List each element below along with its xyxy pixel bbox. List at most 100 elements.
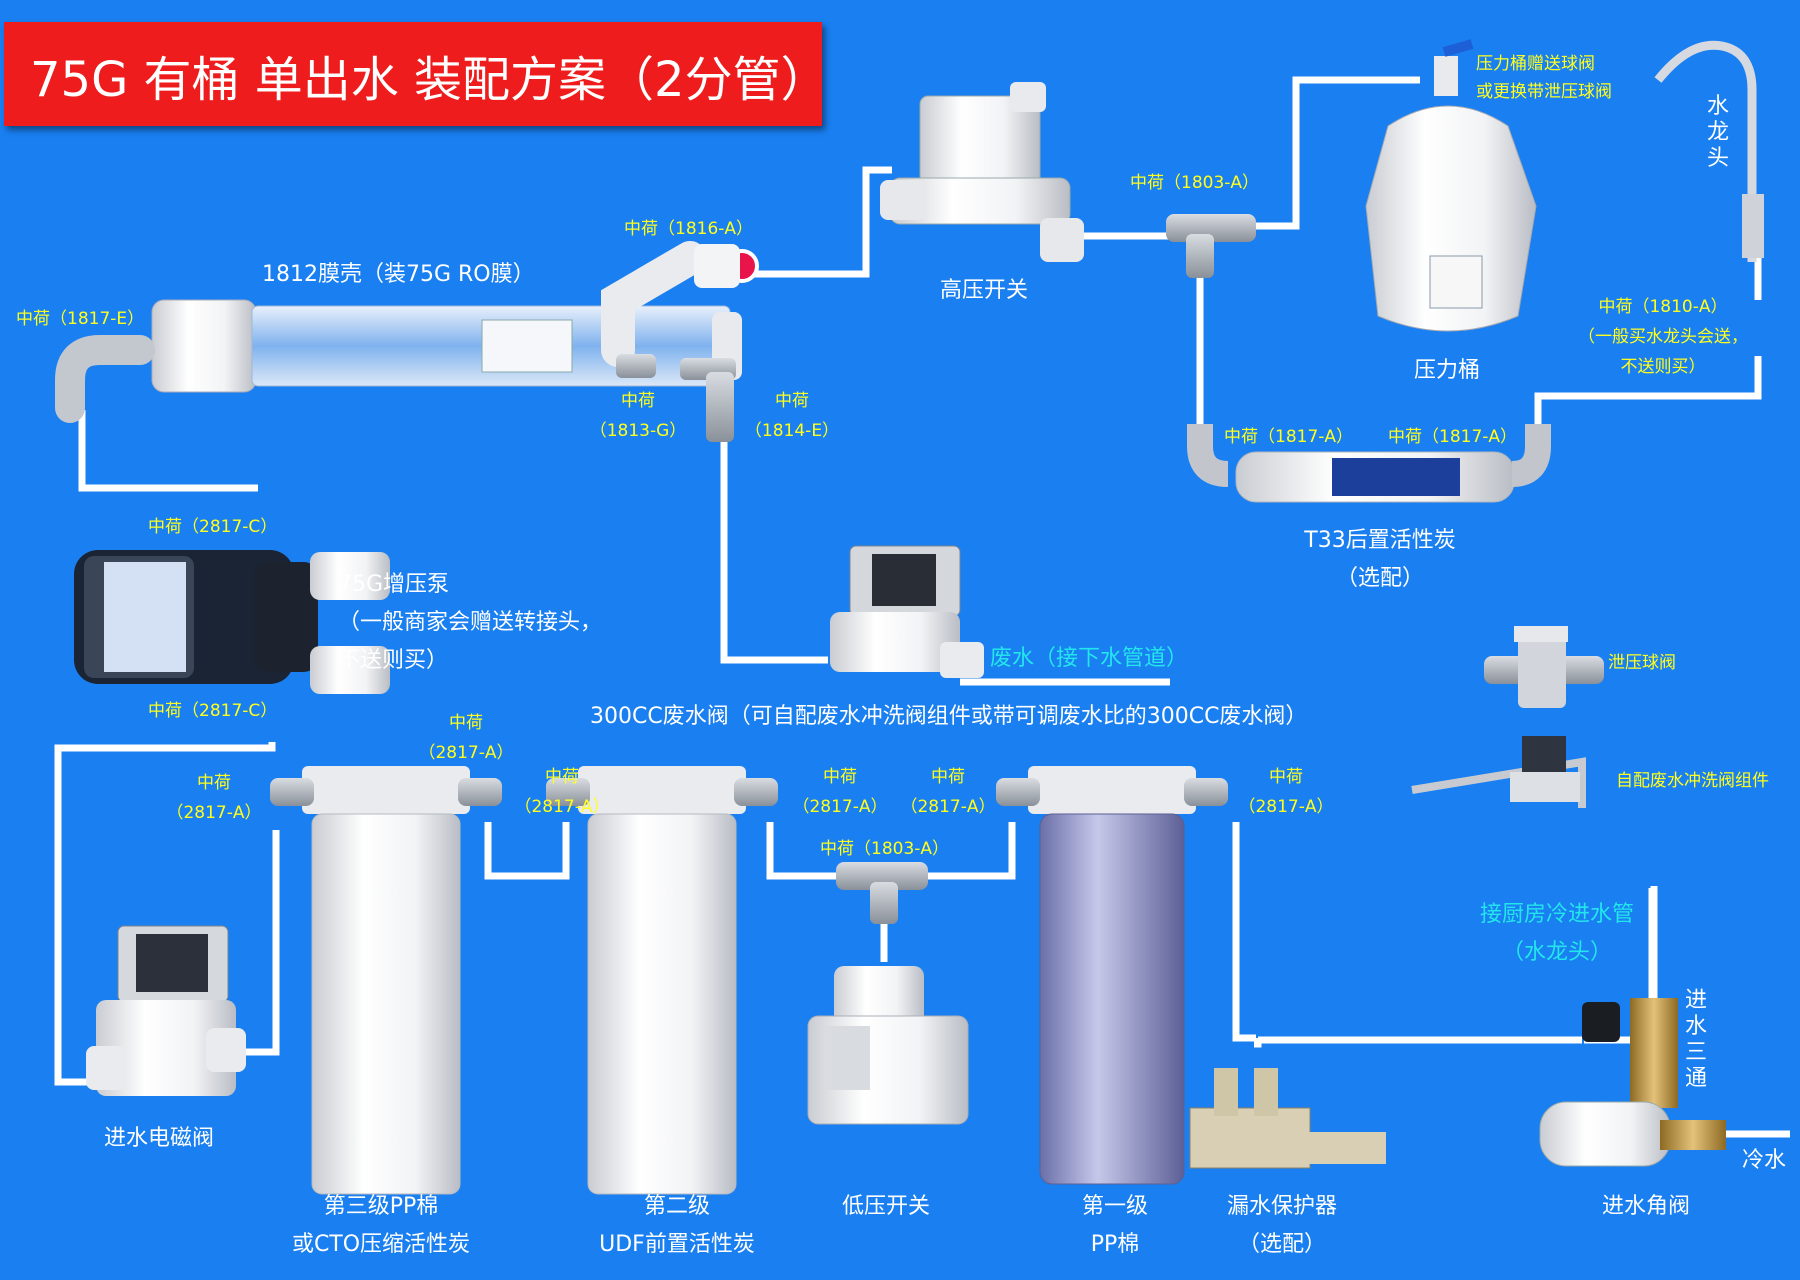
label-faucet: 水龙头 — [1706, 94, 1729, 171]
tube-solenoid-to-stage3 — [238, 830, 280, 1056]
stage1-line2: PP棉 — [1090, 1232, 1140, 1257]
label-flush-valve-kit: 自配废水冲洗阀组件 — [1616, 771, 1769, 791]
label-relief-ball-valve: 泄压球阀 — [1608, 653, 1676, 673]
fitting-2817a-5: 中荷 （2817-A） — [898, 762, 998, 822]
f1810a-line3: 不送则买） — [1620, 357, 1706, 377]
fitting-1817e: 中荷（1817-E） — [16, 309, 145, 329]
label-waste-water: 废水（接下水管道） — [990, 646, 1189, 671]
f1814e-line1: 中荷 — [775, 391, 809, 411]
t33-line1: T33后置活性炭 — [1304, 528, 1456, 553]
tube-stage2-to-stage3 — [484, 822, 570, 880]
fitting-1817a-right: 中荷（1817-A） — [1388, 427, 1518, 447]
tube-t33-to-faucet — [1534, 356, 1762, 424]
label-membrane-shell: 1812膜壳（装75G RO膜） — [262, 262, 535, 287]
fittings-1813-1814 — [616, 354, 736, 442]
filter-stage2 — [546, 766, 778, 1195]
fitting-2817a-2: 中荷 （2817-A） — [416, 708, 516, 768]
label-stage1: 第一级 PP棉 — [1070, 1188, 1160, 1264]
fitting-1817a-left: 中荷（1817-A） — [1224, 427, 1354, 447]
high-pressure-switch — [880, 82, 1084, 262]
tube-membrane-to-hpswitch — [752, 166, 892, 278]
tee-1803a-bottom — [836, 862, 928, 924]
f1810a-line2: （一般买水龙头会送， — [1578, 327, 1748, 347]
inlet-tee-and-angle-valve — [1539, 998, 1726, 1167]
f2817a6-line2: （2817-A） — [1238, 797, 1334, 817]
leak-line2: （选配） — [1237, 1232, 1326, 1257]
tube-pump-to-membrane — [78, 410, 258, 492]
label-tank-note: 压力桶赠送球阀 或更换带泄压球阀 — [1476, 50, 1612, 106]
fitting-1803a-bottom: 中荷（1803-A） — [820, 839, 950, 859]
faucet-body — [1742, 194, 1764, 258]
fitting-2817a-6: 中荷 （2817-A） — [1236, 762, 1336, 822]
fitting-1814e: 中荷 （1814-E） — [742, 386, 842, 446]
waste-valve-300cc — [830, 545, 984, 678]
f2817a6-line1: 中荷 — [1269, 767, 1303, 787]
label-inlet-solenoid: 进水电磁阀 — [104, 1126, 215, 1151]
label-stage3: 第三级PP棉 或CTO压缩活性炭 — [286, 1188, 476, 1264]
pump-line3: 不送则买） — [338, 648, 449, 673]
page-title: 75G 有桶 单出水 装配方案（2分管） — [30, 52, 829, 108]
filter-stage1 — [996, 766, 1228, 1185]
label-t33-carbon: T33后置活性炭 （选配） — [1300, 522, 1460, 598]
flush-valve-kit — [1411, 736, 1586, 808]
pressure-tank — [1365, 39, 1537, 332]
relief-ball-valve — [1484, 626, 1604, 708]
tank-note-line1: 压力桶赠送球阀 — [1476, 54, 1595, 74]
label-pressure-tank: 压力桶 — [1414, 358, 1481, 383]
f2817a5-line2: （2817-A） — [900, 797, 996, 817]
f2817a2-line1: 中荷 — [449, 713, 483, 733]
booster-pump — [74, 550, 390, 694]
label-inlet-tee: 进水三通 — [1684, 988, 1707, 1091]
stage1-line1: 第一级 — [1081, 1194, 1148, 1219]
f1813g-line2: （1813-G） — [589, 421, 687, 441]
label-cold-water: 冷水 — [1742, 1148, 1787, 1173]
label-stage2: 第二级 UDF前置活性炭 — [592, 1188, 762, 1264]
label-low-pressure-switch: 低压开关 — [842, 1194, 931, 1219]
tube-inlet-to-stage1 — [1232, 822, 1256, 1042]
leak-protector — [1189, 1068, 1386, 1169]
stage2-line2: UDF前置活性炭 — [599, 1232, 755, 1257]
kitchen-line2: （水龙头） — [1501, 940, 1612, 965]
elbow-1816a — [601, 241, 759, 367]
f1814e-line2: （1814-E） — [744, 421, 840, 441]
label-kitchen-cold-pipe: 接厨房冷进水管 （水龙头） — [1472, 896, 1642, 972]
tube-tee-to-tank — [1250, 76, 1420, 230]
tee-1803a-top — [1166, 214, 1256, 278]
fitting-2817c-top: 中荷（2817-C） — [148, 517, 278, 537]
label-high-pressure-switch: 高压开关 — [940, 278, 1029, 303]
pump-line1: 75G增压泵 — [338, 572, 450, 597]
label-booster-pump: 75G增压泵 （一般商家会赠送转接头， 不送则买） — [338, 566, 602, 680]
t33-line2: （选配） — [1335, 566, 1424, 591]
tube-membrane-waste — [720, 440, 828, 664]
f2817a4-line2: （2817-A） — [792, 797, 888, 817]
stage3-line2: 或CTO压缩活性炭 — [291, 1232, 471, 1257]
label-leak-protector: 漏水保护器 （选配） — [1222, 1188, 1342, 1264]
fitting-2817a-4: 中荷 （2817-A） — [790, 762, 890, 822]
title-banner: 75G 有桶 单出水 装配方案（2分管） — [4, 22, 829, 126]
fitting-1810a: 中荷（1810-A） （一般买水龙头会送， 不送则买） — [1568, 292, 1758, 382]
low-pressure-switch — [807, 966, 969, 1125]
fitting-2817c-bottom: 中荷（2817-C） — [148, 701, 278, 721]
f2817a1-line1: 中荷 — [197, 773, 231, 793]
label-waste-valve: 300CC废水阀（可自配废水冲洗阀组件或带可调废水比的300CC废水阀） — [590, 704, 1308, 729]
fitting-1813g: 中荷 （1813-G） — [588, 386, 688, 446]
kitchen-line1: 接厨房冷进水管 — [1479, 902, 1634, 927]
fitting-2817a-3: 中荷 （2817-A） — [512, 762, 612, 822]
f2817a3-line2: （2817-A） — [514, 797, 610, 817]
f1813g-line1: 中荷 — [621, 391, 655, 411]
filter-stage3 — [270, 766, 502, 1195]
inlet-solenoid — [86, 925, 246, 1096]
f2817a2-line2: （2817-A） — [418, 743, 514, 763]
stage3-line1: 第三级PP棉 — [323, 1194, 439, 1219]
fitting-2817a-1: 中荷 （2817-A） — [164, 768, 264, 828]
f2817a1-line2: （2817-A） — [166, 803, 262, 823]
f2817a3-line1: 中荷 — [545, 767, 579, 787]
fitting-1816a: 中荷（1816-A） — [624, 219, 754, 239]
pump-line2: （一般商家会赠送转接头， — [338, 610, 603, 635]
f2817a4-line1: 中荷 — [823, 767, 857, 787]
stage2-line1: 第二级 — [643, 1194, 710, 1219]
label-inlet-angle-valve: 进水角阀 — [1602, 1194, 1691, 1219]
f2817a5-line1: 中荷 — [931, 767, 965, 787]
t33-carbon — [1187, 424, 1551, 503]
